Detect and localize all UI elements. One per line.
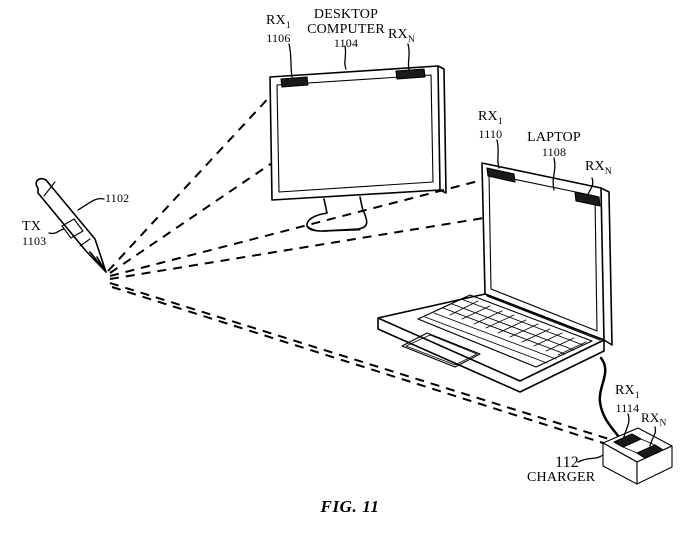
leader-monitor-rx1: [288, 43, 293, 78]
stylus-cap-band: [43, 181, 56, 197]
leader-stylus-ref: [77, 197, 105, 211]
label-stylus-tx-num: 1103: [22, 233, 47, 248]
monitor-stand-foot-edge: [306, 225, 361, 232]
laptop-rx1-pad: [486, 167, 516, 183]
laptop-keyboard-outline: [417, 294, 593, 368]
laptop-trackpad-inner: [405, 334, 478, 366]
stylus-body: [35, 177, 107, 273]
label-monitor-title-group: DESKTOP COMPUTER 1104: [297, 7, 395, 51]
laptop-rxn-pad: [574, 191, 601, 207]
desktop-monitor: [269, 65, 447, 232]
laptop-screen: [488, 173, 598, 332]
label-charger-title: CHARGER: [527, 470, 596, 485]
laptop-trackpad: [401, 332, 481, 368]
label-laptop-title-group: LAPTOP 1108: [521, 130, 587, 159]
laptop-base-top: [377, 293, 605, 382]
leader-monitor-rxn: [407, 43, 410, 71]
leader-charger-num: [577, 454, 604, 463]
label-charger-rxn: RXN: [641, 410, 667, 429]
label-stylus-ref: 1102: [105, 191, 130, 205]
label-charger-rx1-group: RX1 1114: [615, 383, 640, 415]
charger-rxn-pad: [636, 444, 664, 459]
monitor-side-thickness: [437, 65, 447, 194]
figure-caption: FIG. 11: [320, 497, 380, 516]
label-monitor-rx1: RX1: [266, 13, 291, 31]
leader-stylus-tx: [48, 228, 65, 235]
charger: [602, 427, 673, 485]
stylus: [35, 177, 107, 273]
ray-to-monitor-rx1: [107, 76, 289, 272]
label-laptop-rxn: RXN: [585, 159, 612, 177]
monitor-stand-neck: [323, 196, 364, 214]
label-laptop-num: 1108: [541, 144, 567, 159]
ray-to-monitor-rxn: [109, 71, 407, 274]
monitor-rx1-pad: [280, 76, 309, 88]
label-monitor-num: 1104: [333, 36, 359, 51]
label-stylus-tx-group: TX 1103: [22, 219, 47, 248]
laptop-base-front-line: [377, 328, 605, 393]
leader-charger-rx1: [623, 413, 630, 438]
monitor-stand-foot: [306, 210, 368, 232]
charger-top-groove: [622, 438, 656, 454]
laptop-keys: [424, 296, 587, 364]
laptop-power-cable: [598, 356, 621, 439]
monitor-screen: [276, 74, 434, 193]
label-laptop-rx1-group: RX1 1110: [478, 109, 503, 141]
stylus-tip: [89, 251, 107, 273]
label-charger-rx1: RX1: [615, 383, 640, 401]
laptop: [377, 162, 621, 439]
label-charger-rx1-num: 1114: [615, 400, 640, 415]
label-laptop-rx1-num: 1110: [478, 126, 503, 141]
stylus-lower-band: [79, 238, 91, 247]
label-monitor-title-line1: DESKTOP: [313, 7, 379, 22]
label-monitor-rx1-group: RX1 1106: [266, 13, 291, 45]
label-monitor-rxn: RXN: [388, 27, 415, 45]
leader-laptop-title: [552, 157, 556, 191]
laptop-lid-edge: [600, 187, 613, 346]
label-monitor-rx1-num: 1106: [266, 30, 291, 45]
leader-monitor-title: [344, 45, 347, 70]
ray-to-laptop-rx1: [109, 176, 495, 277]
label-monitor-title-line2: COMPUTER: [307, 21, 385, 37]
label-stylus-tx: TX: [22, 219, 42, 234]
leader-laptop-rxn: [587, 177, 594, 196]
stylus-tx-element: [61, 218, 84, 239]
laptop-hinge: [486, 295, 601, 341]
monitor-rxn-pad: [395, 68, 426, 80]
leader-laptop-rx1: [496, 139, 500, 169]
leader-charger-rxn: [649, 426, 657, 447]
label-laptop-rx1: RX1: [478, 109, 503, 127]
label-laptop-title: LAPTOP: [527, 130, 581, 145]
label-charger-num: 112: [554, 454, 579, 471]
ray-to-charger-rx1: [109, 282, 613, 441]
